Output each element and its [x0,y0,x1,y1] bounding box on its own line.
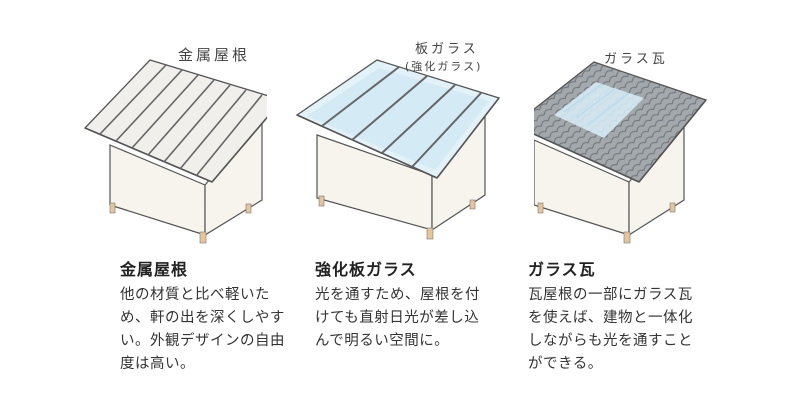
metal-roof-caption: 金属屋根 他の材質と比べ軽いため、軒の出を深くしやすい。外観デザインの自由度は高… [120,256,290,376]
metal-roof-description: 他の材質と比べ軽いため、軒の出を深くしやすい。外観デザインの自由度は高い。 [120,287,285,372]
glass-tile-handwritten-label: ガラス瓦 [604,52,668,67]
glass-sheet-caption: 強化板ガラス 光を通すため、屋根を付けても直射日光が差し込んで明るい空間に。 [315,256,485,353]
glass-tile-title: ガラス瓦 [528,260,596,279]
panel-glass-tile-roof: ガラス瓦 ガラス瓦 瓦屋根の一部にガラス瓦を使えば、建物と一体化しながらも光を通… [528,0,800,400]
metal-roof-title: 金属屋根 [120,260,189,279]
glass-sheet-handwritten-sublabel: (強化ガラス) [405,60,483,73]
glass-sheet-handwritten-label: 板ガラス [415,42,479,57]
metal-roof-house-illustration [83,59,267,244]
glass-sheet-title: 強化板ガラス [315,260,417,279]
glass-sheet-description: 光を通すため、屋根を付けても直射日光が差し込んで明るい空間に。 [315,287,480,349]
glass-tile-description: 瓦屋根の一部にガラス瓦を使えば、建物と一体化しながらも光を通すことができる。 [528,287,693,372]
metal-roof-handwritten-label: 金属屋根 [178,46,251,64]
panel-metal-roof: 金属屋根 金属屋根 他の材質と比べ軽いため、軒の出を深くしやすい。外観デザインの… [0,0,285,400]
glass-tile-house-illustration [534,61,708,244]
glass-tile-caption: ガラス瓦 瓦屋根の一部にガラス瓦を使えば、建物と一体化しながらも光を通すことがで… [528,256,698,376]
panel-glass-sheet-roof: 板ガラス (強化ガラス) 強化板ガラス 光を通すため、屋根を付けても直射日光が差… [267,0,534,400]
glass-sheet-house-illustration [295,59,501,240]
